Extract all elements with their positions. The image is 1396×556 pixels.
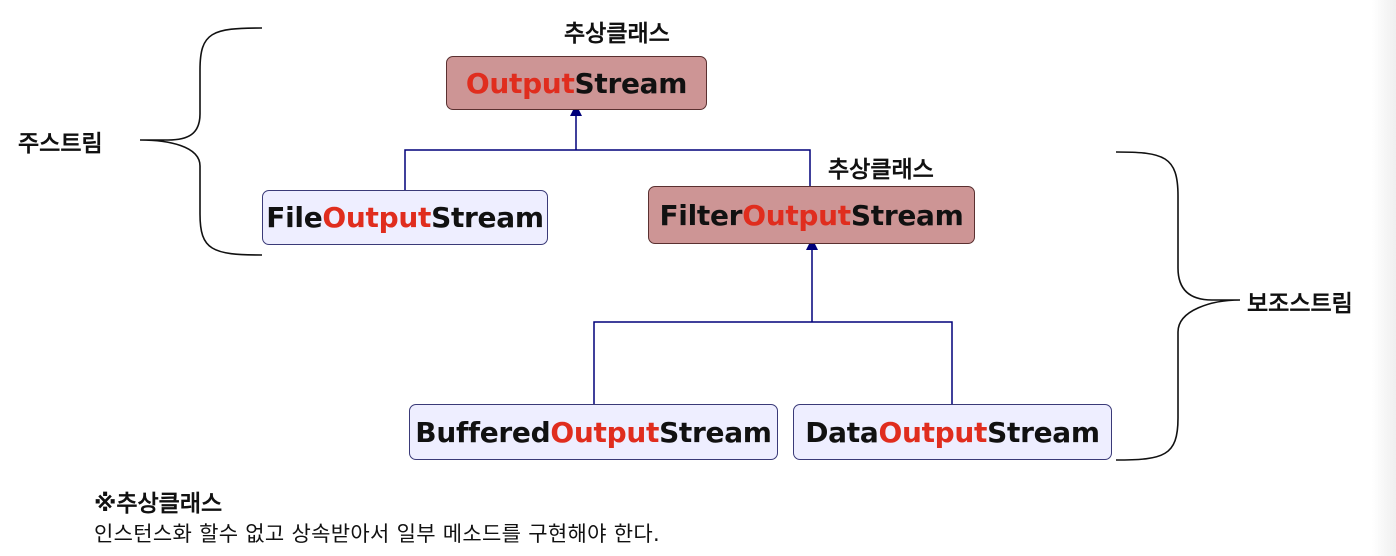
primary-stream-label: 주스트림 <box>18 131 103 157</box>
node-highlight: Output <box>465 66 575 100</box>
node-prefix: File <box>266 201 323 234</box>
node-highlight: Output <box>878 415 988 449</box>
node-highlight: Output <box>742 198 851 232</box>
auxiliary-stream-label: 보조스트림 <box>1247 291 1353 317</box>
abstract-class-tag-top: 추상클래스 <box>564 21 670 47</box>
edge-file-to-output <box>404 149 811 190</box>
note-title: ※추상클래스 <box>94 491 223 517</box>
node-suffix: Stream <box>574 66 688 100</box>
left-brace <box>139 27 263 256</box>
node-prefix: Buffered <box>415 415 551 449</box>
note-body: 인스턴스화 할수 없고 상속받아서 일부 메소드를 구현해야 한다. <box>94 522 660 546</box>
abstract-class-tag-filter: 추상클래스 <box>828 157 934 183</box>
node-highlight: Output <box>322 201 432 234</box>
node-suffix: Stream <box>431 201 544 234</box>
right-brace <box>1115 151 1241 461</box>
node-prefix: Data <box>805 415 879 449</box>
edge-buffered-data-to-filter <box>593 321 953 404</box>
node-prefix: Filter <box>659 198 743 232</box>
node-suffix: Stream <box>659 415 772 449</box>
node-highlight: Output <box>550 415 660 449</box>
node-suffix: Stream <box>850 198 964 232</box>
right-edge-shade <box>1372 0 1396 556</box>
node-suffix: Stream <box>987 415 1100 449</box>
